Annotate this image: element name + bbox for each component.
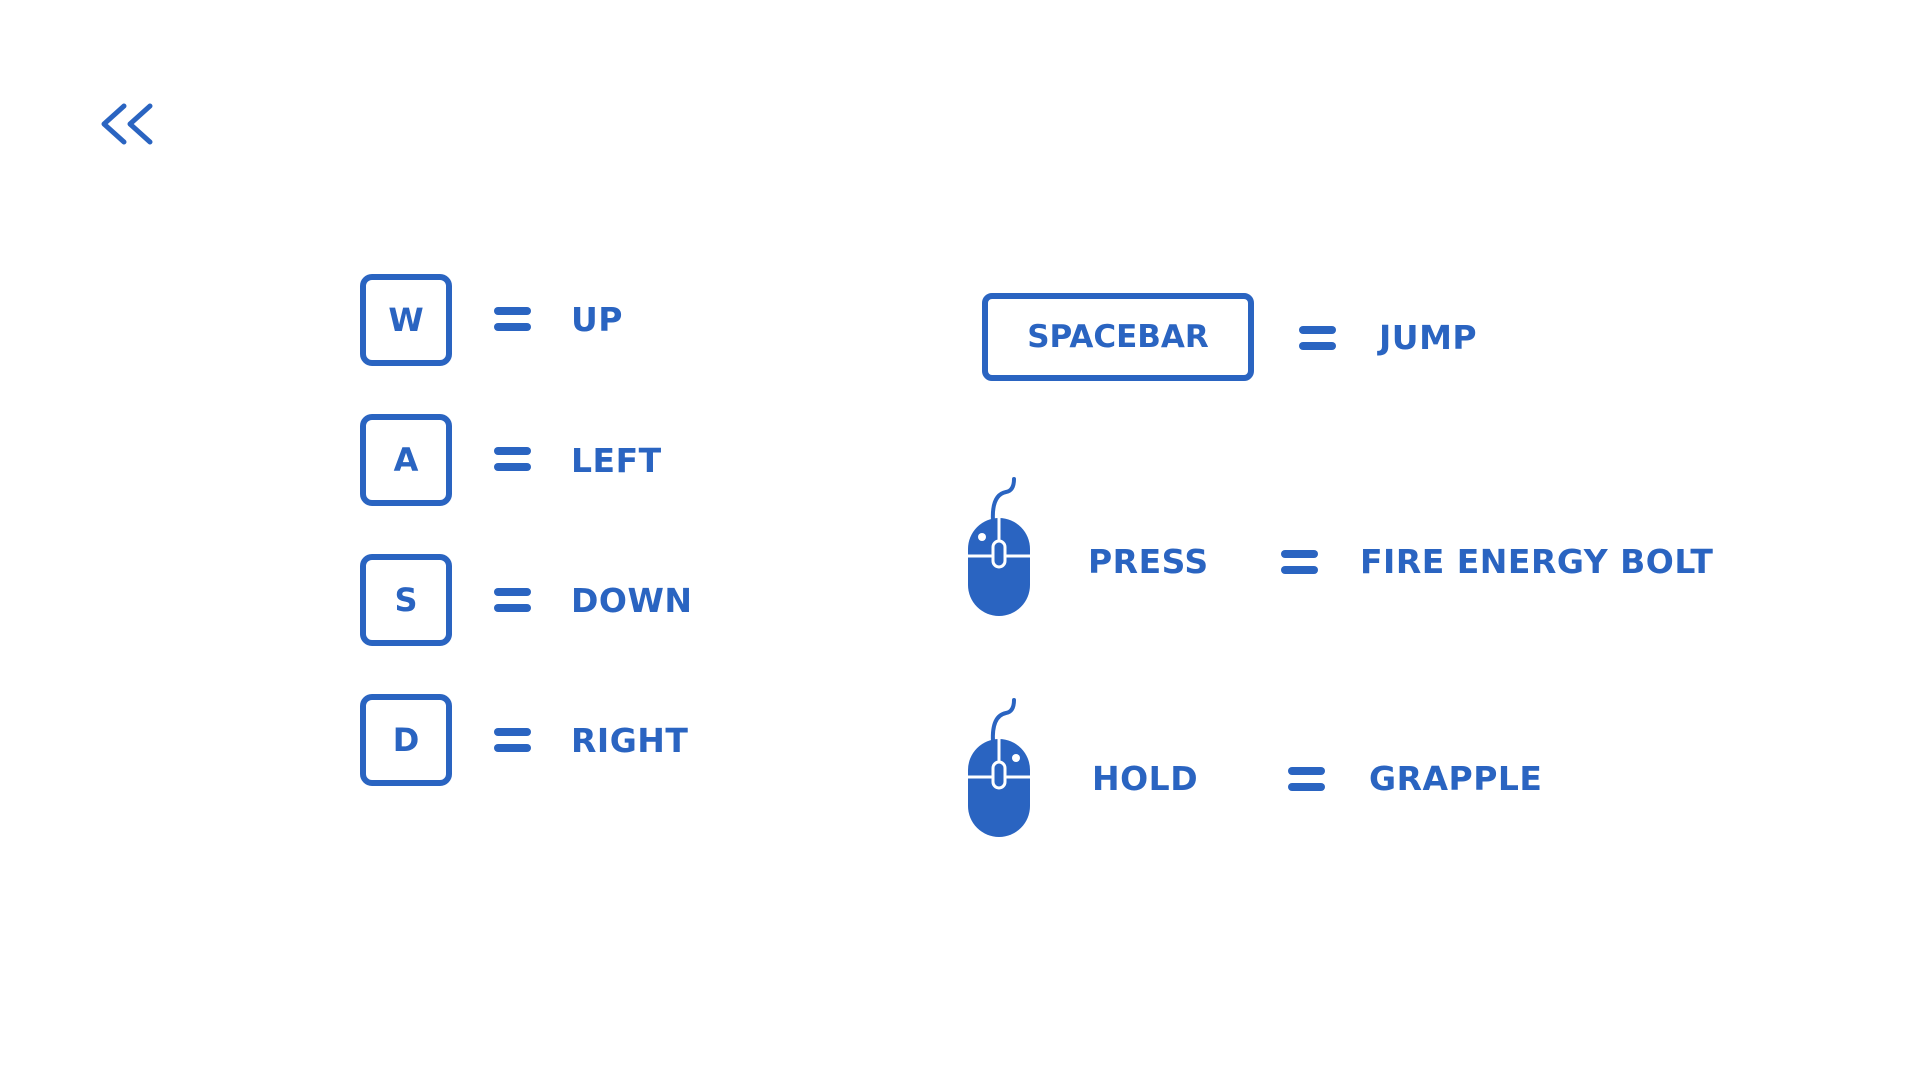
double-chevron-left-icon (101, 103, 153, 145)
equals-sign (494, 728, 531, 752)
action-jump-label: JUMP (1379, 318, 1478, 357)
equals-sign (1288, 767, 1325, 791)
equals-sign (494, 307, 531, 331)
input-press-label: PRESS (1088, 542, 1209, 581)
input-hold-label: HOLD (1092, 759, 1199, 798)
equals-sign (494, 447, 531, 471)
key-spacebar[interactable]: SPACEBAR (982, 293, 1254, 381)
action-right-label: RIGHT (571, 721, 689, 760)
equals-sign (494, 588, 531, 612)
mouse-icon (962, 697, 1042, 842)
mouse-icon (962, 476, 1042, 621)
key-w[interactable]: W (360, 274, 452, 366)
equals-sign (1299, 326, 1336, 350)
back-button[interactable] (98, 100, 156, 148)
action-grapple-label: GRAPPLE (1369, 759, 1543, 798)
key-a[interactable]: A (360, 414, 452, 506)
action-up-label: UP (571, 300, 623, 339)
equals-sign (1281, 550, 1318, 574)
action-down-label: DOWN (571, 581, 693, 620)
key-s[interactable]: S (360, 554, 452, 646)
key-d[interactable]: D (360, 694, 452, 786)
action-fire-energy-bolt-label: FIRE ENERGY BOLT (1360, 542, 1714, 581)
action-left-label: LEFT (571, 441, 662, 480)
